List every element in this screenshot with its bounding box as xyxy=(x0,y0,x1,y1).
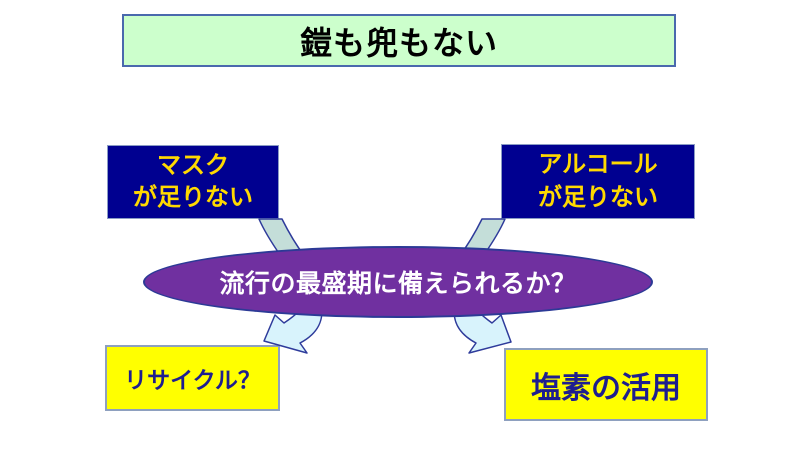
box-alcohol-line2: が足りない xyxy=(538,183,658,211)
box-alcohol-shortage-label: アルコール が足りない xyxy=(538,149,658,214)
title-text: 鎧も兜もない xyxy=(299,24,498,61)
box-recycle-text: リサイクル？ xyxy=(124,367,261,393)
box-alcohol-line1: アルコール xyxy=(538,151,658,179)
question-ellipse-text: 流行の最盛期に備えられるか？ xyxy=(219,270,577,298)
box-mask-shortage-label: マスク が足りない xyxy=(133,150,253,215)
question-ellipse: 流行の最盛期に備えられるか？ xyxy=(143,246,653,318)
box-alcohol-shortage: アルコール が足りない xyxy=(501,144,695,219)
box-mask-line1: マスク xyxy=(157,151,229,179)
box-chlorine: 塩素の活用 xyxy=(504,348,708,421)
box-mask-line2: が足りない xyxy=(133,184,253,211)
box-mask-shortage: マスク が足りない xyxy=(107,145,279,219)
box-chlorine-text: 塩素の活用 xyxy=(531,371,681,405)
title-banner: 鎧も兜もない xyxy=(122,14,676,67)
box-recycle: リサイクル？ xyxy=(105,345,280,411)
